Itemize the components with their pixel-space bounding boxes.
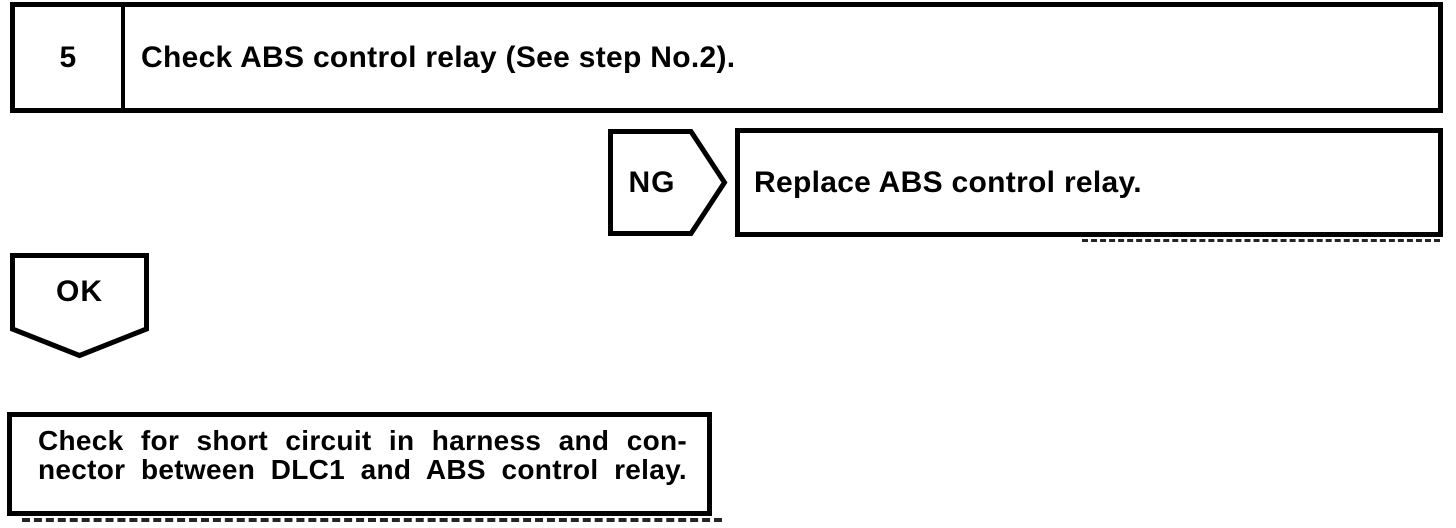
ok-result-text-line-1: Check for short circuit in harness and c…: [38, 425, 687, 456]
ng-result-text: Replace ABS control relay.: [754, 165, 1142, 199]
ok-result-text-line-2: nector between DLC1 and ABS control rela…: [38, 454, 687, 485]
right-pentagon-shape: [608, 129, 728, 236]
ng-result-box: Replace ABS control relay.: [735, 128, 1443, 237]
step-box: 5 Check ABS control relay (See step No.2…: [10, 2, 1443, 113]
ng-connector: NG: [608, 129, 728, 236]
scan-artifact-dashes: [22, 518, 722, 522]
step-number: 5: [15, 7, 125, 108]
ok-result-box: Check for short circuit in harness and c…: [7, 412, 712, 516]
scan-artifact-dashes: [1082, 239, 1440, 242]
down-pentagon-icon: [10, 253, 149, 359]
right-pentagon-icon: [608, 129, 728, 236]
ng-label: NG: [628, 165, 676, 199]
ok-label: OK: [56, 275, 103, 308]
down-pentagon-shape: [10, 253, 149, 359]
ok-connector: OK: [10, 253, 149, 359]
step-instruction: Check ABS control relay (See step No.2).: [141, 40, 736, 74]
